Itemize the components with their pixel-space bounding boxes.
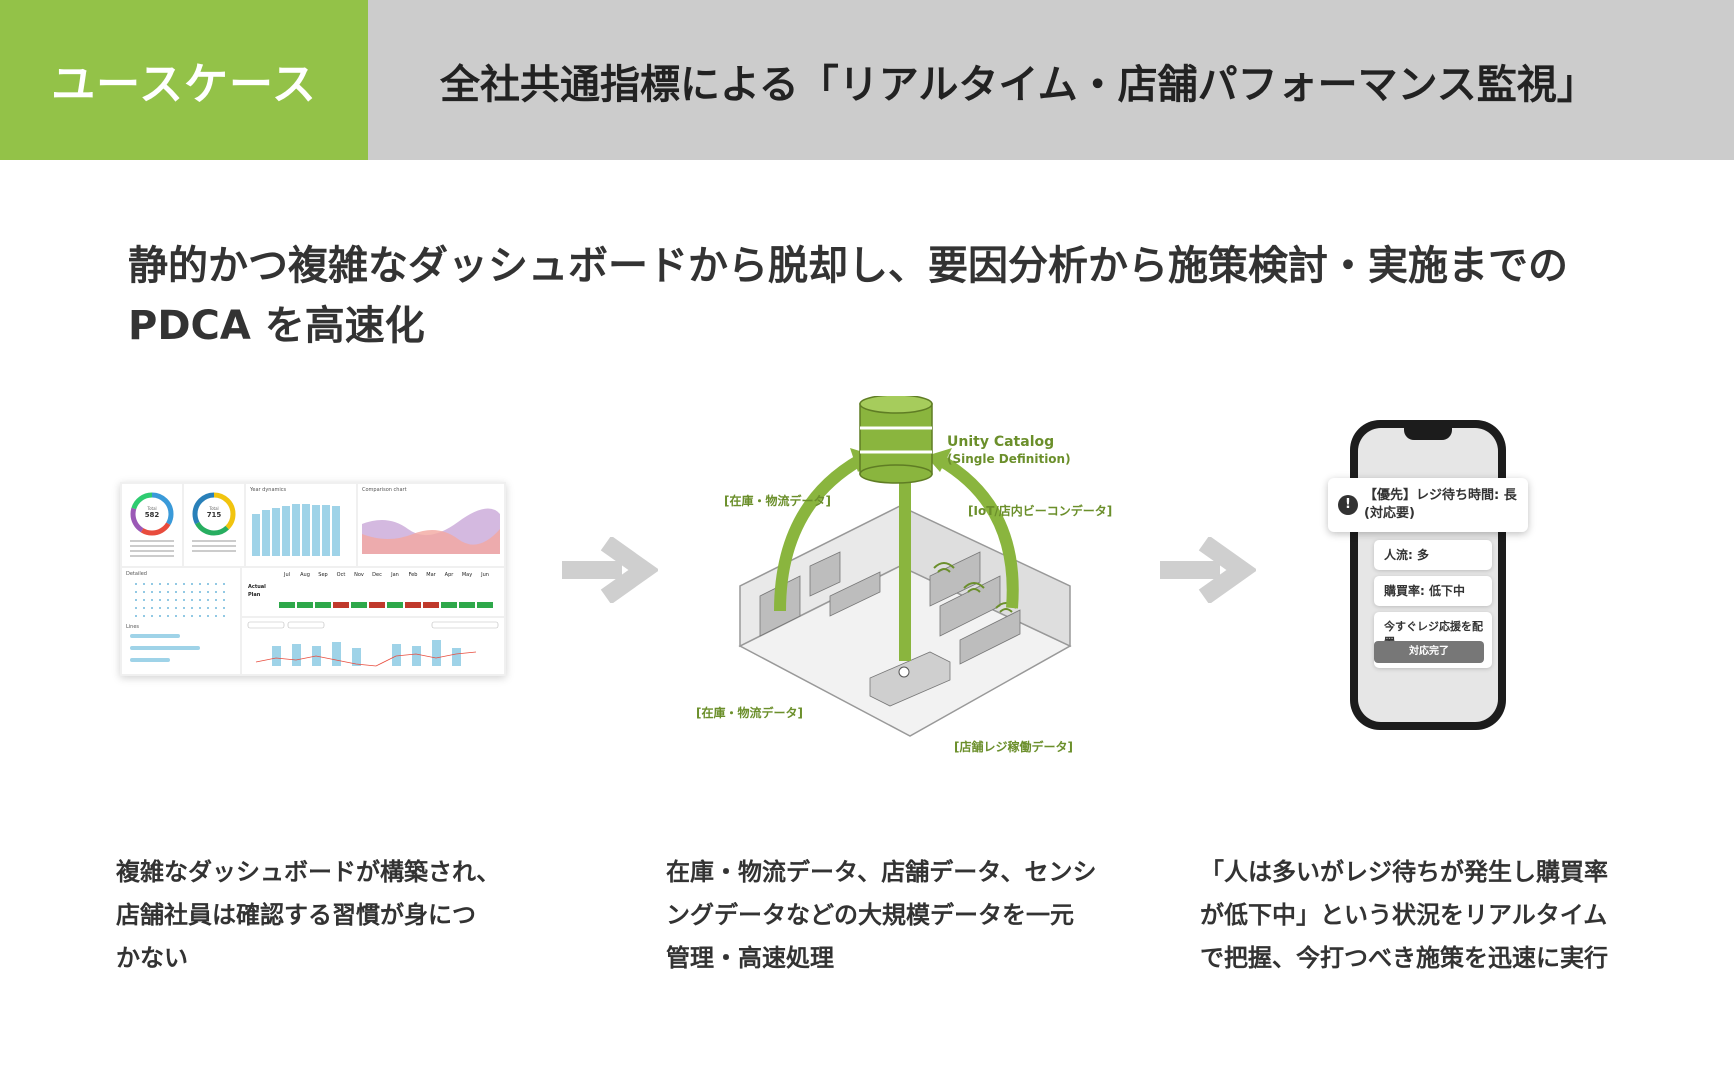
donut-panel-2: Total 715 xyxy=(184,484,244,566)
traffic-card: 人流: 多 xyxy=(1374,540,1492,570)
donut2-label: Total xyxy=(209,506,219,511)
alert-text: 【優先】レジ待ち時間: 長 (対応要) xyxy=(1364,488,1517,521)
staff-figure xyxy=(898,666,910,678)
comparison-panel: Comparison chart xyxy=(358,484,504,566)
month-cell: Apr xyxy=(444,572,454,578)
bar-line-chart xyxy=(247,621,499,667)
label-inventory-top: [在庫・物流データ] xyxy=(724,494,831,508)
month-cell: Jun xyxy=(481,572,489,578)
lead-text: 静的かつ複雑なダッシュボードから脱却し、要因分析から施策検討・実施までの PDC… xyxy=(128,236,1648,356)
detailed-panel: Detailed Lines xyxy=(122,568,240,674)
bar-line-panel xyxy=(242,618,504,674)
description-col-1: 複雑なダッシュボードが構築され、 店舗社員は確認する習慣が身につ かない xyxy=(116,851,500,980)
purchase-rate-card: 購買率: 低下中 xyxy=(1374,576,1492,606)
detailed-title: Detailed xyxy=(126,571,147,577)
month-cell: Jan xyxy=(391,572,399,578)
complete-button[interactable]: 対応完了 xyxy=(1374,641,1484,663)
phone-notch xyxy=(1404,428,1452,440)
plan-label: Plan xyxy=(248,592,261,598)
smartphone xyxy=(1350,420,1506,730)
comparison-area-chart xyxy=(362,508,500,554)
description-line: 在庫・物流データ、店舗データ、センシ xyxy=(666,858,1097,886)
checkout-counter xyxy=(869,651,951,707)
catalog-sub: (Single Definition) xyxy=(947,452,1071,466)
comparison-title: Comparison chart xyxy=(362,487,407,493)
exclamation-icon: ! xyxy=(1338,495,1358,515)
usecase-tag: ユースケース xyxy=(0,0,368,160)
store-data-diagram xyxy=(738,396,1072,737)
header-bar: ユースケース 全社共通指標による「リアルタイム・店舗パフォーマンス監視」 xyxy=(0,0,1734,160)
actual-label: Actual xyxy=(248,584,266,590)
data-flow-arrows xyxy=(774,454,1019,661)
arrow-right-icon xyxy=(562,537,658,603)
description-line: かない xyxy=(116,944,188,972)
lead-line-2: PDCA を高速化 xyxy=(128,303,425,349)
month-cell: Dec xyxy=(372,572,382,578)
arrow-right-icon xyxy=(1160,537,1256,603)
label-inventory-bottom: [在庫・物流データ] xyxy=(696,706,803,720)
database-icon xyxy=(859,396,933,484)
dashboard-illustration: Total 582 Total 715 Year dynamics xyxy=(120,482,506,676)
description-line: 管理・高速処理 xyxy=(666,944,834,972)
month-cell: May xyxy=(461,572,473,578)
month-cell: Nov xyxy=(354,572,364,578)
lead-line-1: 静的かつ複雑なダッシュボードから脱却し、要因分析から施策検討・実施までの xyxy=(128,243,1568,289)
donut1-value: 582 xyxy=(144,511,160,519)
donut-chart-1 xyxy=(130,492,174,557)
catalog-name: Unity Catalog xyxy=(947,434,1055,450)
priority-alert-notification[interactable]: ! 【優先】レジ待ち時間: 長 (対応要) xyxy=(1328,478,1528,532)
label-iot: [IoT/店内ビーコンデータ] xyxy=(968,504,1113,518)
status-bars xyxy=(279,602,493,608)
lines-title: Lines xyxy=(126,624,140,630)
donut1-label: Total xyxy=(147,506,157,511)
description-line: で把握、今打つべき施策を迅速に実行 xyxy=(1200,944,1608,972)
year-dynamics-bars xyxy=(252,504,340,556)
month-cell: Feb xyxy=(408,572,418,578)
donut2-value: 715 xyxy=(206,511,222,519)
donut-chart-2 xyxy=(192,492,236,552)
month-cell: Oct xyxy=(336,572,346,578)
description-line: ングデータなどの大規模データを一元 xyxy=(666,901,1074,929)
description-line: 「人は多いがレジ待ちが発生し購買率 xyxy=(1200,858,1608,886)
year-dynamics-panel: Year dynamics xyxy=(246,484,356,566)
description-line: 店舗社員は確認する習慣が身につ xyxy=(116,901,476,929)
table-month-row: Jul Aug Sep Oct Nov Dec Jan Feb Mar Apr … xyxy=(278,572,494,578)
year-dynamics-title: Year dynamics xyxy=(250,487,287,493)
month-cell: Aug xyxy=(300,572,310,578)
month-cell: Sep xyxy=(318,572,328,578)
description-col-2: 在庫・物流データ、店舗データ、センシ ングデータなどの大規模データを一元 管理・… xyxy=(666,851,1097,980)
description-col-3: 「人は多いがレジ待ちが発生し購買率 が低下中」という状況をリアルタイム で把握、… xyxy=(1200,851,1608,980)
description-line: が低下中」という状況をリアルタイム xyxy=(1200,901,1608,929)
description-line: 複雑なダッシュボードが構築され、 xyxy=(116,858,501,886)
phone-screen xyxy=(1358,428,1498,722)
detailed-dot-matrix xyxy=(130,583,225,662)
page-title: 全社共通指標による「リアルタイム・店舗パフォーマンス監視」 xyxy=(440,62,1597,108)
month-cell: Mar xyxy=(426,572,436,578)
label-register: [店舗レジ稼働データ] xyxy=(954,740,1073,754)
actual-plan-table: Jul Aug Sep Oct Nov Dec Jan Feb Mar Apr … xyxy=(242,568,504,616)
donut-panel-1: Total 582 xyxy=(122,484,182,566)
month-cell: Jul xyxy=(283,572,291,578)
